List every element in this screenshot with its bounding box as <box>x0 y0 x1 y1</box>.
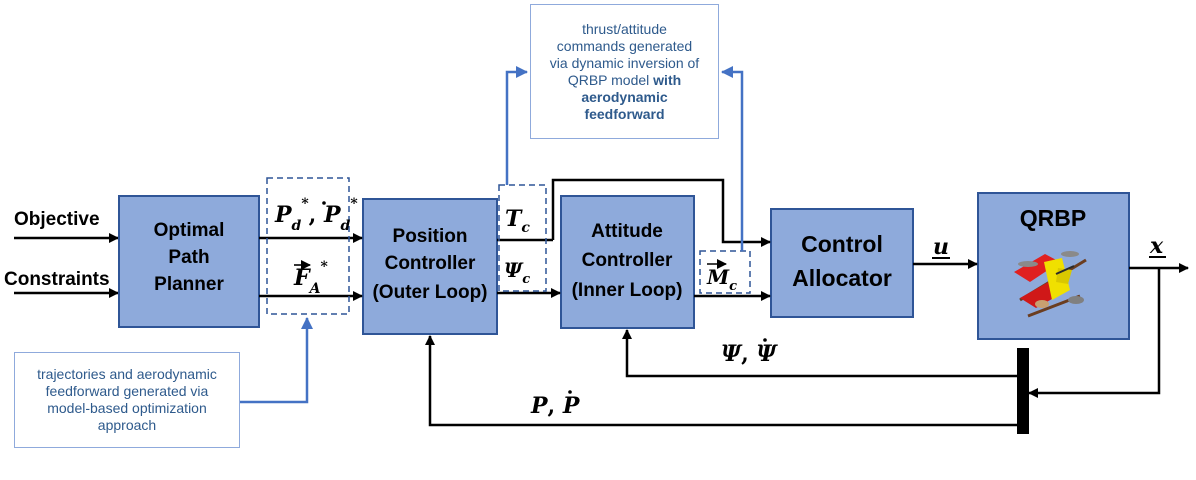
position-output-dashed-box <box>498 184 547 292</box>
svg-text:Attitude: Attitude <box>591 221 663 242</box>
svg-text:Optimal: Optimal <box>154 220 225 241</box>
psi-feedback-label: Ψ, Ψ <box>721 338 778 367</box>
trajectory-note: trajectories and aerodynamic feedforward… <box>14 352 240 448</box>
optimal-path-planner-block: Optimal Path Planner <box>118 195 260 328</box>
svg-text:Position: Position <box>393 226 468 247</box>
svg-text:(Outer Loop): (Outer Loop) <box>372 282 487 303</box>
svg-text:QRBP: QRBP <box>1020 205 1086 231</box>
state-feedback-wire <box>1028 268 1161 398</box>
attitude-output-dashed-box <box>699 250 751 294</box>
svg-text:Mc: Mc <box>706 265 737 294</box>
fa-signal-label: FA* <box>293 259 329 297</box>
attitude-controller-block: Attitude Controller (Inner Loop) <box>560 195 695 329</box>
attitude-feedback-arrow <box>622 329 1017 378</box>
svg-text:Allocator: Allocator <box>792 265 892 291</box>
constraints-label: Constraints <box>4 269 110 290</box>
svg-text:u: u <box>933 234 949 260</box>
svg-text:Control: Control <box>801 231 883 257</box>
position-feedback-arrow <box>425 335 1017 427</box>
svg-text:(Inner Loop): (Inner Loop) <box>572 280 683 301</box>
x-signal-label: x <box>1149 233 1166 259</box>
svg-text:Controller: Controller <box>582 250 673 271</box>
psic-signal-label: Ψc <box>504 258 530 287</box>
planner-note-connector <box>240 317 313 404</box>
qrbp-vehicle-image <box>1014 251 1087 318</box>
control-allocator-block: Control Allocator <box>770 208 914 318</box>
feedback-demux-bar <box>1017 348 1029 434</box>
p-feedback-label: P, P <box>530 390 581 419</box>
svg-text:Pd*, Pd*: Pd*, Pd* <box>274 196 358 234</box>
objective-label: Objective <box>14 209 100 230</box>
u-signal-label: u <box>932 234 950 260</box>
svg-text:Path: Path <box>168 247 209 268</box>
svg-text:P, P: P, P <box>530 393 581 419</box>
svg-text:FA*: FA* <box>293 259 329 297</box>
inversion-note: thrust/attitude commands generated via d… <box>530 4 719 139</box>
pd-signal-label: Pd*, Pd* <box>274 196 358 234</box>
mc-signal-label: Mc <box>706 259 737 294</box>
svg-text:Ψ, Ψ: Ψ, Ψ <box>721 341 778 367</box>
svg-text:Planner: Planner <box>154 274 224 295</box>
tc-note-connector <box>505 66 528 185</box>
position-controller-block: Position Controller (Outer Loop) <box>362 198 498 335</box>
svg-text:Controller: Controller <box>385 253 476 274</box>
svg-text:x: x <box>1149 233 1164 259</box>
tc-to-allocator-arrow <box>551 178 771 247</box>
mc-note-connector <box>721 66 744 251</box>
planner-output-dashed-box <box>266 177 350 315</box>
tc-signal-label: Tc <box>505 206 530 236</box>
